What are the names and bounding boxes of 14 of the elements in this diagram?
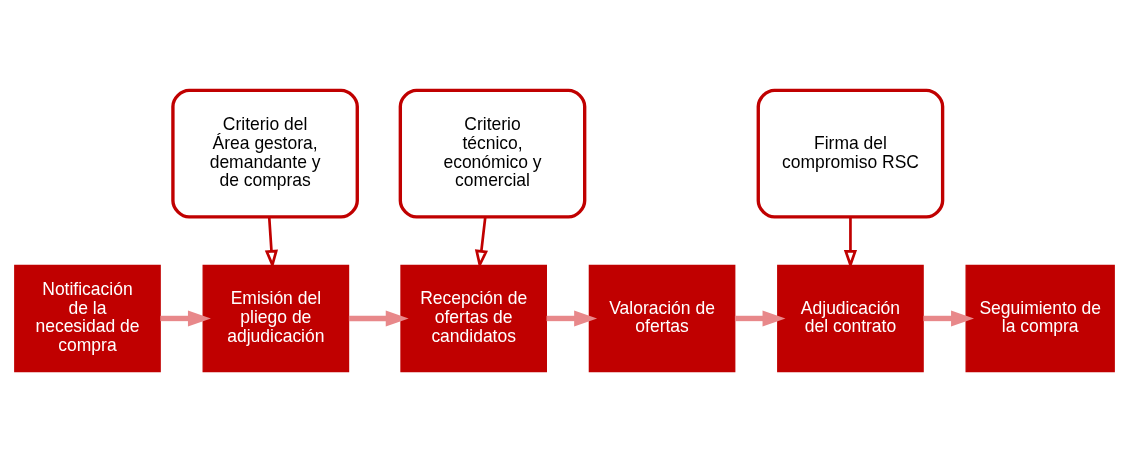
arrow: [734, 310, 786, 327]
node-box: Valoración de ofertas: [588, 264, 736, 373]
arrow: [923, 310, 974, 327]
node-box: Criterio técnico, económico y comercial: [398, 88, 587, 219]
node-box: Notificación de la necesidad de compra: [14, 264, 161, 373]
arrow: [348, 310, 409, 327]
node-box: Emisión del pliego de adjudicación: [202, 264, 350, 373]
arrow: [160, 310, 211, 327]
node-box: Firma del compromiso RSC: [756, 88, 945, 219]
node-box: Adjudicación del contrato: [777, 264, 924, 373]
node-box: Criterio del Área gestora, demandante y de compras: [171, 88, 359, 219]
node-box: Seguimiento de la compra: [965, 264, 1115, 373]
arrow: [546, 310, 598, 327]
node-box: Recepción de ofertas de candidatos: [400, 264, 547, 373]
